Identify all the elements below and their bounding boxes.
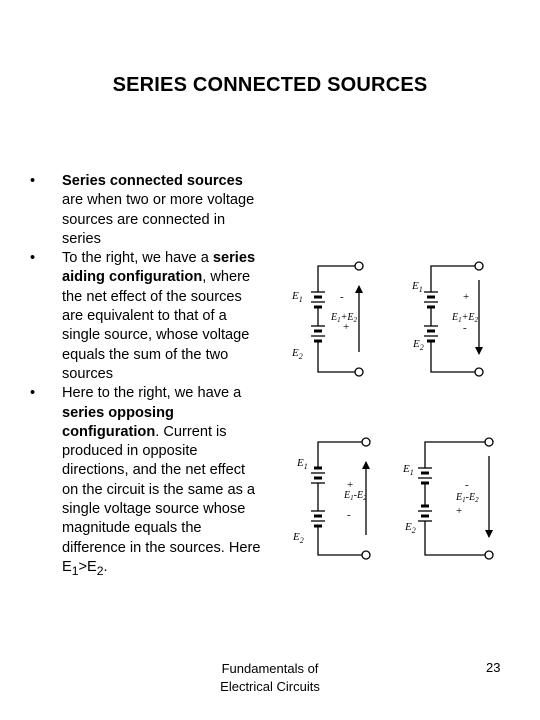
bullet-item: • Series connected sources are when two …	[20, 172, 264, 249]
circuit-opposing-2	[418, 437, 494, 560]
svg-text:E1: E1	[291, 290, 303, 304]
formula-sub: 2	[96, 563, 104, 578]
circuit-aiding-2	[424, 261, 484, 377]
svg-text:-: -	[463, 322, 467, 334]
page-number: 23	[486, 660, 501, 675]
circuit-opposing-1	[311, 437, 371, 560]
svg-text:E2: E2	[292, 531, 304, 545]
bullet-strong: Series connected sources	[62, 173, 243, 189]
svg-text:E1: E1	[411, 280, 423, 294]
svg-text:-: -	[340, 291, 344, 303]
slide-title: SERIES CONNECTED SOURCES	[112, 74, 428, 96]
formula-inline: E1>E2.	[62, 558, 108, 578]
svg-text:+: +	[463, 291, 469, 303]
bullet-list: • Series connected sources are when two …	[20, 172, 264, 581]
bullet-pre: To the right, we have a	[62, 250, 213, 267]
svg-text:E1-E2: E1-E2	[455, 492, 479, 504]
svg-text:E2: E2	[412, 338, 424, 352]
footer-title: Fundamentals of Electrical Circuits	[200, 660, 340, 696]
svg-text:E1+E2: E1+E2	[330, 312, 357, 324]
bullet-marker: •	[30, 250, 36, 267]
svg-text:E1: E1	[402, 463, 414, 477]
formula-op: >E	[78, 558, 97, 575]
svg-text:-: -	[465, 479, 469, 491]
bullet-item: • Here to the right, we have a series op…	[20, 384, 264, 581]
svg-text:+: +	[347, 479, 353, 491]
svg-text:+: +	[343, 321, 349, 333]
bullet-text: Series connected sources are when two or…	[62, 172, 264, 249]
svg-text:E2: E2	[404, 521, 416, 535]
formula-end: .	[103, 558, 108, 575]
bullet-marker: •	[30, 385, 36, 402]
bullet-strong: series aiding configuration	[62, 250, 256, 286]
svg-text:+: +	[456, 505, 462, 517]
formula-var: E	[62, 558, 72, 575]
bullet-rest: are when two or more voltage sources are…	[62, 192, 255, 247]
footer-line-2: Electrical Circuits	[220, 679, 320, 694]
svg-text:E1+E2: E1+E2	[451, 312, 478, 324]
bullet-rest: , where the net effect of the sources ar…	[62, 269, 251, 382]
bullet-marker: •	[30, 173, 36, 189]
bullet-text: To the right, we have a series aiding co…	[62, 249, 264, 384]
formula-sub: 1	[71, 563, 79, 578]
bullet-pre: Here to the right, we have a	[62, 385, 242, 402]
bullet-rest: . Current is produced in opposite direct…	[62, 423, 261, 556]
bullet-item: • To the right, we have a series aiding …	[20, 249, 264, 384]
svg-text:E1-E2: E1-E2	[343, 490, 367, 502]
bullet-text: Here to the right, we have a series oppo…	[62, 384, 264, 581]
svg-text:E1: E1	[296, 457, 308, 471]
circuit-aiding-1-labels: E1 E2 - + E1+E2	[291, 290, 357, 361]
circuit-aiding-1	[311, 261, 364, 377]
svg-text:-: -	[347, 509, 351, 521]
bullet-strong: series opposing configuration	[62, 404, 174, 440]
footer-line-1: Fundamentals of	[221, 661, 319, 676]
circuit-opposing-1-labels: E1 E2 + - E1-E2	[292, 457, 367, 545]
circuit-aiding-2-labels: E1 E2 + - E1+E2	[411, 280, 478, 352]
circuit-opposing-2-labels: E1 E2 - + E1-E2	[402, 463, 479, 535]
svg-text:E2: E2	[291, 347, 303, 361]
